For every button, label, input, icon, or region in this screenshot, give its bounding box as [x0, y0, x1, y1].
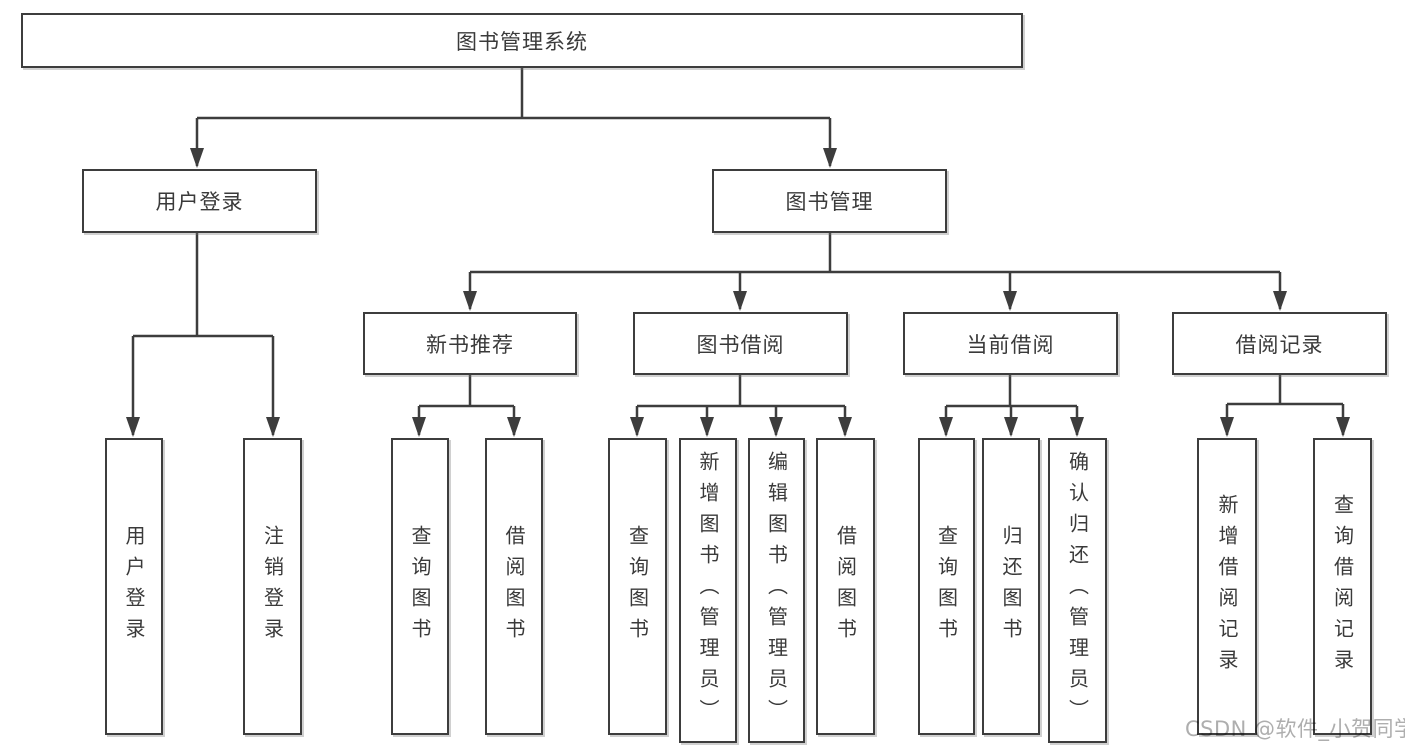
node-label: 确认归还（管理员） [1065, 451, 1090, 730]
node-user-login: 用户登录 [82, 169, 317, 233]
node-leaf-borrow-books-1: 借阅图书 [485, 438, 543, 735]
node-current-borrow: 当前借阅 [903, 312, 1118, 375]
node-leaf-add-books-admin: 新增图书（管理员） [679, 438, 737, 743]
node-label: 借阅图书 [502, 524, 526, 649]
node-book-management: 图书管理 [712, 169, 947, 233]
node-root-library-system: 图书管理系统 [21, 13, 1023, 68]
node-new-book-recommend: 新书推荐 [363, 312, 577, 375]
node-leaf-user-login: 用户登录 [105, 438, 163, 735]
node-label: 用户登录 [122, 524, 146, 649]
node-borrow-records: 借阅记录 [1172, 312, 1387, 375]
node-book-borrow: 图书借阅 [633, 312, 848, 375]
node-leaf-return-books: 归还图书 [982, 438, 1040, 735]
node-label: 编辑图书（管理员） [764, 451, 789, 730]
node-label: 新增图书（管理员） [696, 451, 720, 730]
node-label: 归还图书 [999, 524, 1023, 649]
node-leaf-query-borrow-record: 查询借阅记录 [1313, 438, 1372, 735]
node-label: 查询图书 [408, 524, 432, 649]
node-leaf-query-books-2: 查询图书 [608, 438, 667, 735]
node-leaf-borrow-books-2: 借阅图书 [816, 438, 875, 735]
node-label: 查询借阅记录 [1330, 493, 1355, 680]
node-leaf-add-borrow-record: 新增借阅记录 [1197, 438, 1257, 735]
node-leaf-query-books-1: 查询图书 [391, 438, 449, 735]
watermark: CSDN @软件_小贺同学 [1185, 717, 1405, 741]
node-leaf-logout: 注销登录 [243, 438, 302, 735]
node-label: 查询图书 [934, 524, 959, 649]
node-label: 借阅图书 [833, 524, 858, 649]
node-leaf-query-books-3: 查询图书 [918, 438, 975, 735]
node-label: 注销登录 [260, 524, 285, 649]
node-leaf-edit-books-admin: 编辑图书（管理员） [748, 438, 805, 743]
node-label: 查询图书 [625, 524, 650, 649]
node-label: 新增借阅记录 [1215, 493, 1239, 680]
node-leaf-confirm-return-admin: 确认归还（管理员） [1048, 438, 1107, 743]
